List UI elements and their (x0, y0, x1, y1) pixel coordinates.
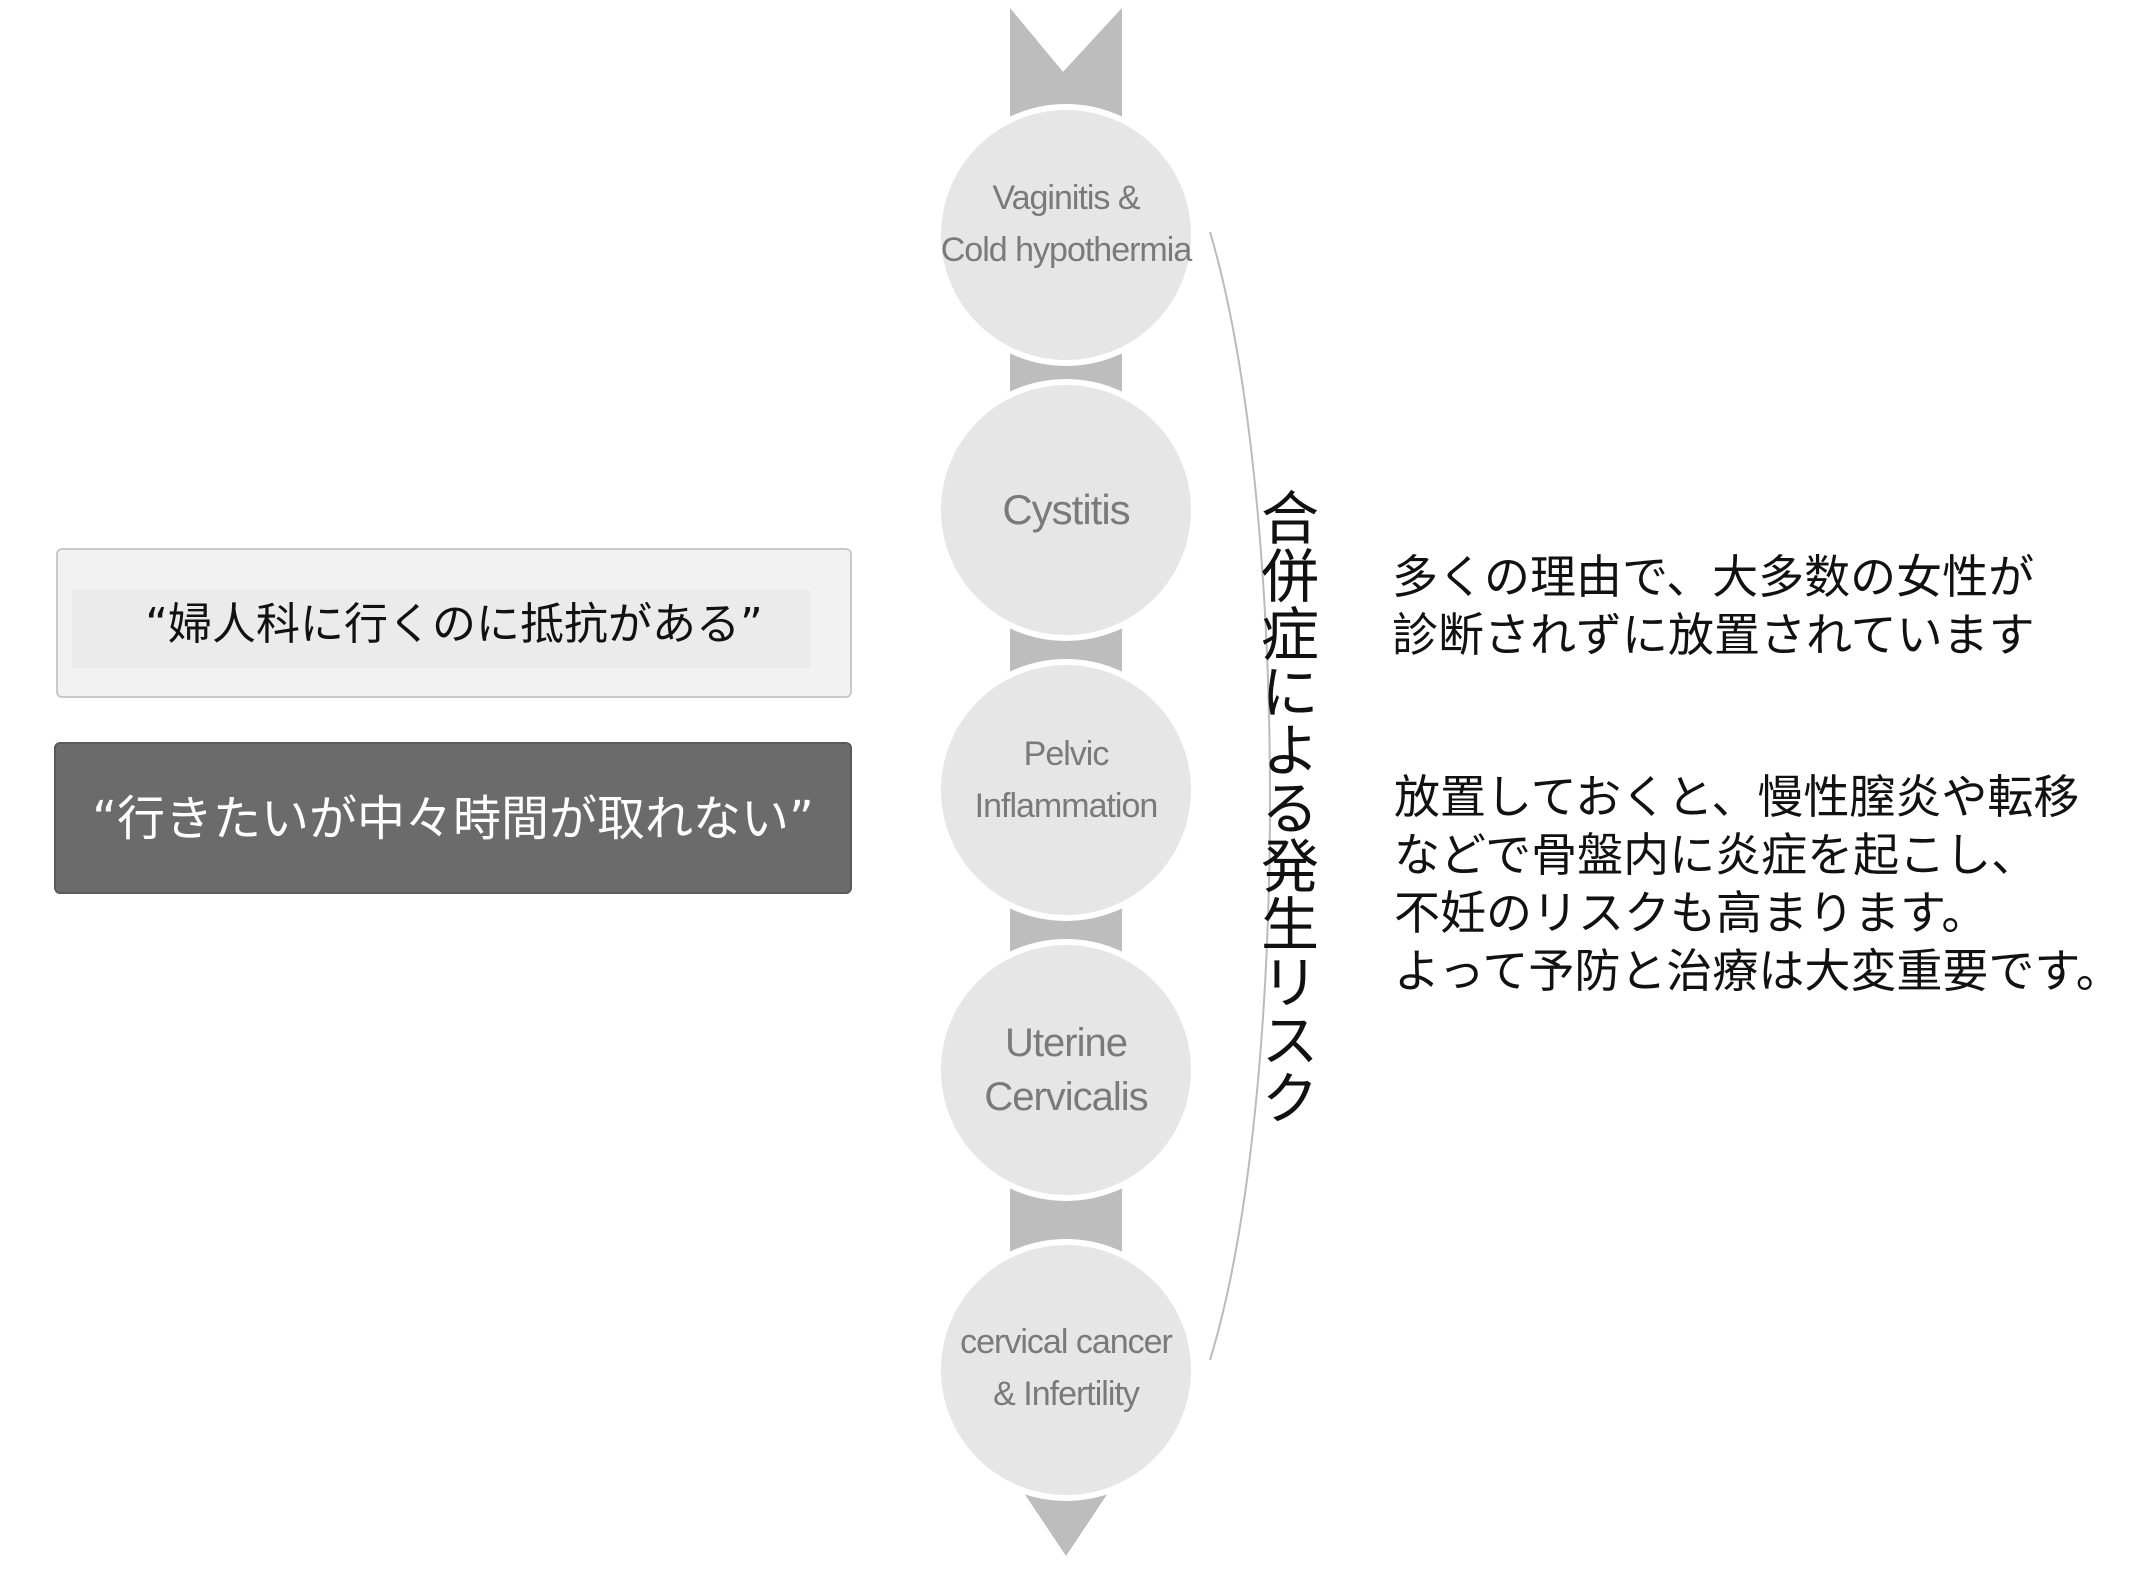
stage-label-4-line-2: Cervicalis (984, 1075, 1148, 1119)
stage-circle-2 (935, 379, 1197, 641)
quote-text-no-time: “行きたいが中々時間が取れない” (92, 791, 814, 847)
right-text-paragraph-1: 多くの理由で、大多数の女性が 診断されずに放置されています (1392, 548, 2035, 664)
stage-label-5-line-2: & Infertility (993, 1375, 1140, 1413)
stage-label-4-line-1: Uterine (1005, 1021, 1128, 1065)
stage-circle-4 (935, 939, 1197, 1201)
stage-circle-1 (935, 104, 1197, 366)
stage-label-1-line-1: Vaginitis & (992, 179, 1140, 217)
stage-label-2-line-1: Cystitis (1002, 486, 1130, 533)
quote-box-no-time: “行きたいが中々時間が取れない” (54, 742, 852, 894)
bracket-curve (1209, 231, 1271, 1361)
right-text-p2-line-2: などで骨盤内に炎症を起こし、 (1394, 828, 2038, 882)
complication-risk-label: 合併症による発生リスク (1251, 488, 1319, 1126)
right-text-p1-line-2: 診断されずに放置されています (1392, 608, 2035, 662)
stage-label-3: Pelvic Inflammation (936, 728, 1196, 832)
stage-label-4: Uterine Cervicalis (936, 1016, 1196, 1124)
stage-circle-3 (935, 659, 1197, 921)
stage-label-1-line-2: Cold hypothermia (940, 231, 1192, 269)
stage-label-3-line-1: Pelvic (1023, 735, 1110, 773)
stage-label-3-line-2: Inflammation (974, 787, 1159, 825)
quote-text-resistance: “婦人科に行くのに抵抗がある” (145, 599, 763, 650)
right-text-p2-line-1: 放置しておくと、慢性膣炎や転移 (1394, 770, 2080, 824)
right-text-paragraph-2: 放置しておくと、慢性膣炎や転移 などで骨盤内に炎症を起こし、 不妊のリスクも高ま… (1394, 768, 2122, 1000)
stage-circle-5 (935, 1239, 1197, 1501)
right-text-p1-line-1: 多くの理由で、大多数の女性が (1392, 550, 2035, 604)
stage-label-2: Cystitis (936, 482, 1196, 538)
right-text-p2-line-4: よって予防と治療は大変重要です。 (1394, 944, 2122, 998)
right-text-p2-line-3: 不妊のリスクも高まります。 (1394, 886, 1988, 940)
quote-box-inner (72, 590, 810, 668)
stage-label-1: Vaginitis & Cold hypothermia (936, 172, 1196, 276)
stage-label-5-line-1: cervical cancer (960, 1323, 1173, 1361)
stage-label-5: cervical cancer & Infertility (936, 1316, 1196, 1420)
quote-box-resistance: “婦人科に行くのに抵抗がある” (56, 548, 852, 698)
